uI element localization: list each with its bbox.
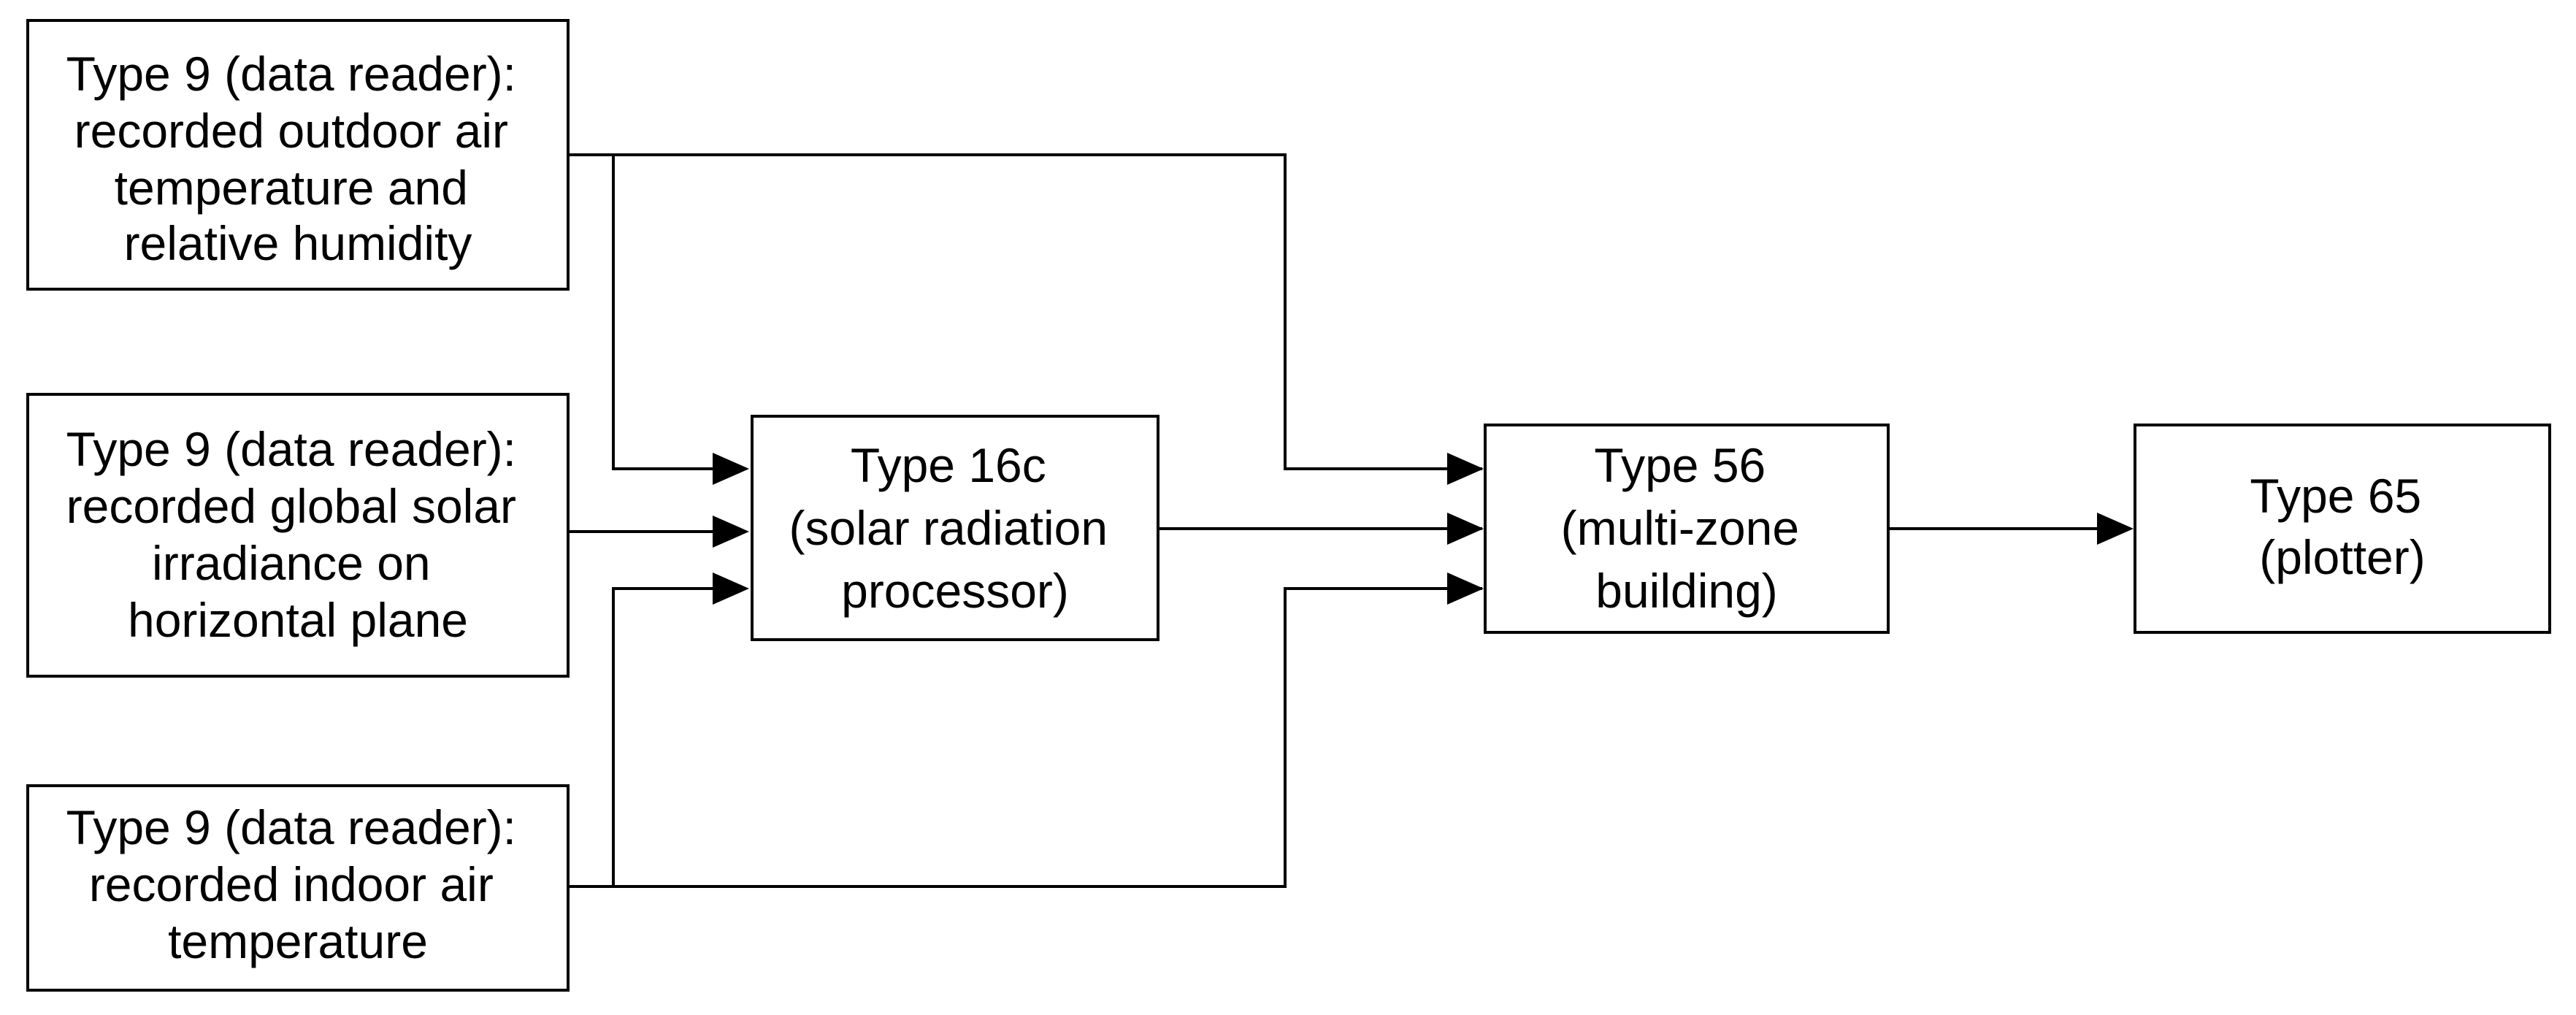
label-plotter: Type 65 (plotter) <box>2250 469 2434 584</box>
edge-outdoor-to-solar-processor <box>612 155 745 470</box>
edge-indoor-to-building <box>568 587 1482 888</box>
label-line: irradiance on <box>152 536 431 590</box>
label-line: Type 9 (data reader): <box>66 422 516 476</box>
label-line: recorded global solar <box>66 479 516 533</box>
label-line: horizontal plane <box>128 593 468 647</box>
label-line: building) <box>1595 564 1778 618</box>
edge-outdoor-to-building <box>568 153 1482 470</box>
label-line: processor) <box>841 564 1069 618</box>
label-line: temperature and <box>115 161 468 215</box>
label-line: Type 56 <box>1594 438 1766 492</box>
label-reader-solar: Type 9 (data reader): recorded global so… <box>66 422 530 647</box>
arrowhead-building-in-2 <box>1447 513 1484 545</box>
label-line: (plotter) <box>2259 530 2425 584</box>
label-reader-indoor: Type 9 (data reader): recorded indoor ai… <box>66 800 530 968</box>
arrowhead-solar-processor-in-1 <box>713 453 749 485</box>
label-line: recorded indoor air <box>89 857 494 911</box>
arrowhead-solar-processor-in-2 <box>713 516 749 548</box>
box-reader-indoor <box>26 784 570 992</box>
box-plotter <box>2134 424 2551 634</box>
labels: Type 9 (data reader): recorded outdoor a… <box>66 47 2434 968</box>
edge-indoor-to-solar-processor <box>612 587 745 886</box>
arrowheads <box>713 453 2134 605</box>
box-reader-outdoor <box>26 19 570 291</box>
boxes <box>26 19 2551 992</box>
label-line: (multi-zone <box>1561 501 1799 555</box>
label-line: Type 9 (data reader): <box>66 47 516 101</box>
label-building: Type 56 (multi-zone building) <box>1561 438 1813 618</box>
arrowhead-plotter-in <box>2097 513 2134 545</box>
label-solar-processor: Type 16c (solar radiation processor) <box>789 438 1122 618</box>
label-line: relative humidity <box>124 216 472 270</box>
arrowhead-solar-processor-in-3 <box>713 572 749 605</box>
label-reader-outdoor: Type 9 (data reader): recorded outdoor a… <box>66 47 530 270</box>
label-line: Type 16c <box>851 438 1046 492</box>
label-line: Type 9 (data reader): <box>66 800 516 854</box>
label-line: (solar radiation <box>789 501 1108 555</box>
label-line: temperature <box>168 914 428 968</box>
label-line: recorded outdoor air <box>74 104 508 158</box>
arrowhead-building-in-3 <box>1447 572 1484 605</box>
connectors <box>568 153 2131 888</box>
label-line: Type 65 <box>2250 469 2421 523</box>
arrowhead-building-in-1 <box>1447 453 1484 485</box>
box-solar-processor <box>751 415 1159 641</box>
box-building <box>1484 424 1890 634</box>
box-reader-solar <box>26 393 570 678</box>
